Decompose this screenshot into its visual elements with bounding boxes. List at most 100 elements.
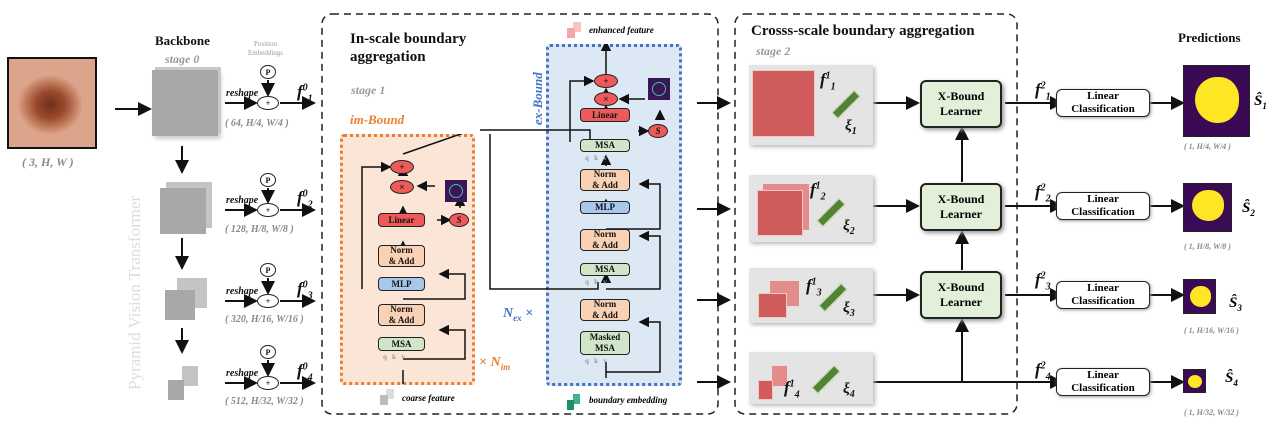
boundary-embedding-icon <box>567 400 574 410</box>
im-bound-add-node: + <box>390 160 414 174</box>
im-bound-multiply-node: × <box>390 180 414 194</box>
level-2-shape: ( 128, H/8, W/8 ) <box>225 224 294 235</box>
add-node: + <box>257 376 279 390</box>
feature-f2-4-label: f24 <box>1035 360 1051 383</box>
reshape-arrows <box>225 80 316 390</box>
prediction-s3-label: Ŝ3 <box>1229 295 1242 313</box>
position-p-node: P <box>260 173 276 187</box>
position-embeddings-label: Position Embeddings <box>248 40 283 57</box>
feature-f1-2-cube <box>757 190 803 236</box>
pyramid-vision-transformer-label: Pyramid Vision Transformer <box>125 195 144 390</box>
position-p-node: P <box>260 345 276 359</box>
ex-bound-msa-block-1: MSA <box>580 263 630 276</box>
stage0-block-3 <box>165 290 195 320</box>
ex-bound-msa-block-2: MSA <box>580 139 630 152</box>
prediction-1-shape: ( 1, H/4, W/4 ) <box>1184 142 1231 151</box>
backbone-title: Backbone <box>155 33 210 48</box>
feature-f0-3: f03 <box>297 279 313 302</box>
linear-classification-3: Linear Classification <box>1056 281 1150 309</box>
x-bound-learner-1: X-Bound Learner <box>920 80 1002 128</box>
feature-f1-1-label: f11 <box>820 70 836 93</box>
prediction-mask-3 <box>1183 279 1216 314</box>
im-bound-mlp-block: MLP <box>378 277 425 291</box>
add-node: + <box>257 294 279 308</box>
level-3-shape: ( 320, H/16, W/16 ) <box>225 314 304 325</box>
coarse-feature-icon <box>380 395 388 405</box>
feature-f1-3-label: f13 <box>806 276 822 299</box>
feature-f2-1-label: f21 <box>1035 80 1051 103</box>
xi-3-label: ξ3 <box>843 300 855 319</box>
ex-bound-qkv-2: q k v <box>585 154 607 162</box>
position-p-node: P <box>260 65 276 79</box>
prediction-mask-1 <box>1183 65 1250 137</box>
im-bound-sigmoid-node: S <box>449 213 469 227</box>
feature-f0-4: f04 <box>297 361 313 384</box>
ex-bound-qkv-0: q k v <box>585 357 607 365</box>
feature-f0-2: f02 <box>297 188 313 211</box>
ex-bound-linear-block: Linear <box>580 108 630 122</box>
feature-f1-4-cube <box>758 380 773 400</box>
feature-f2-2-label: f22 <box>1035 182 1051 205</box>
boundary-embedding-label: boundary embedding <box>589 395 668 405</box>
prediction-s1-label: Ŝ1 <box>1254 93 1267 111</box>
im-bound-qkv: q k v <box>383 353 405 361</box>
ex-bound-sigmoid-node: S <box>648 124 668 138</box>
feature-f0-1: f01 <box>297 82 313 105</box>
im-bound-label: im-Bound <box>350 112 405 127</box>
level-1-shape: ( 64, H/4, W/4 ) <box>225 118 289 129</box>
feature-f1-2-label: f12 <box>810 180 826 203</box>
cross-scale-section-border <box>734 13 1018 415</box>
in-scale-stage-label: stage 1 <box>351 83 386 97</box>
ex-bound-boundary-map <box>648 78 670 100</box>
cross-scale-stage-label: stage 2 <box>756 44 791 58</box>
position-p-node: P <box>260 263 276 277</box>
ex-bound-multiply-node: × <box>594 92 618 106</box>
feature-f1-4-label: f14 <box>784 378 800 401</box>
stage0-block-2 <box>160 188 206 234</box>
x-bound-learner-2: X-Bound Learner <box>920 183 1002 231</box>
ex-bound-masked-msa-block: Masked MSA <box>580 331 630 355</box>
feature-f1-3-cube <box>758 293 787 318</box>
xi-4-label: ξ4 <box>843 381 855 400</box>
linear-classification-1: Linear Classification <box>1056 89 1150 117</box>
im-bound-boundary-map <box>445 180 467 202</box>
xi-1-label: ξ1 <box>845 118 857 137</box>
im-bound-msa-block: MSA <box>378 337 425 351</box>
ex-bound-norm-add-2: Norm & Add <box>580 229 630 251</box>
predictions-title: Predictions <box>1178 30 1241 45</box>
enhanced-feature-icon <box>567 28 575 38</box>
ex-bound-repeat-label: Nex × <box>503 306 534 323</box>
level-4-shape: ( 512, H/32, W/32 ) <box>225 396 304 407</box>
im-bound-repeat-label: × Nim <box>479 355 511 372</box>
ex-bound-qkv-1: q k v <box>585 278 607 286</box>
feature-f1-1-cube <box>752 70 815 137</box>
input-image <box>7 57 97 149</box>
ex-bound-mlp-block: MLP <box>580 201 630 214</box>
linear-classification-2: Linear Classification <box>1056 192 1150 220</box>
im-bound-linear-block: Linear <box>378 213 425 227</box>
prediction-mask-2 <box>1183 183 1232 232</box>
feature-f2-3-label: f23 <box>1035 270 1051 293</box>
prediction-s2-label: Ŝ2 <box>1242 200 1255 218</box>
prediction-s4-label: Ŝ4 <box>1225 370 1238 388</box>
im-bound-norm-add-2: Norm & Add <box>378 245 425 267</box>
im-bound-norm-add-1: Norm & Add <box>378 304 425 326</box>
linear-classification-4: Linear Classification <box>1056 368 1150 396</box>
ex-bound-norm-add-1: Norm & Add <box>580 299 630 321</box>
prediction-4-shape: ( 1, H/32, W/32 ) <box>1184 408 1239 417</box>
prediction-mask-4 <box>1183 369 1206 393</box>
prediction-2-shape: ( 1, H/8, W/8 ) <box>1184 242 1231 251</box>
coarse-feature-label: coarse feature <box>402 393 455 403</box>
ex-bound-add-node: + <box>594 74 618 88</box>
x-bound-learner-3: X-Bound Learner <box>920 271 1002 319</box>
input-shape-label: ( 3, H, W ) <box>22 155 74 169</box>
stage0-block-4 <box>168 380 184 400</box>
add-node: + <box>257 203 279 217</box>
backbone-stage-label: stage 0 <box>165 52 200 66</box>
enhanced-feature-label: enhanced feature <box>589 25 654 35</box>
add-node: + <box>257 96 279 110</box>
cross-scale-title: Crosss-scale boundary aggregation <box>751 23 975 39</box>
ex-bound-norm-add-3: Norm & Add <box>580 169 630 191</box>
